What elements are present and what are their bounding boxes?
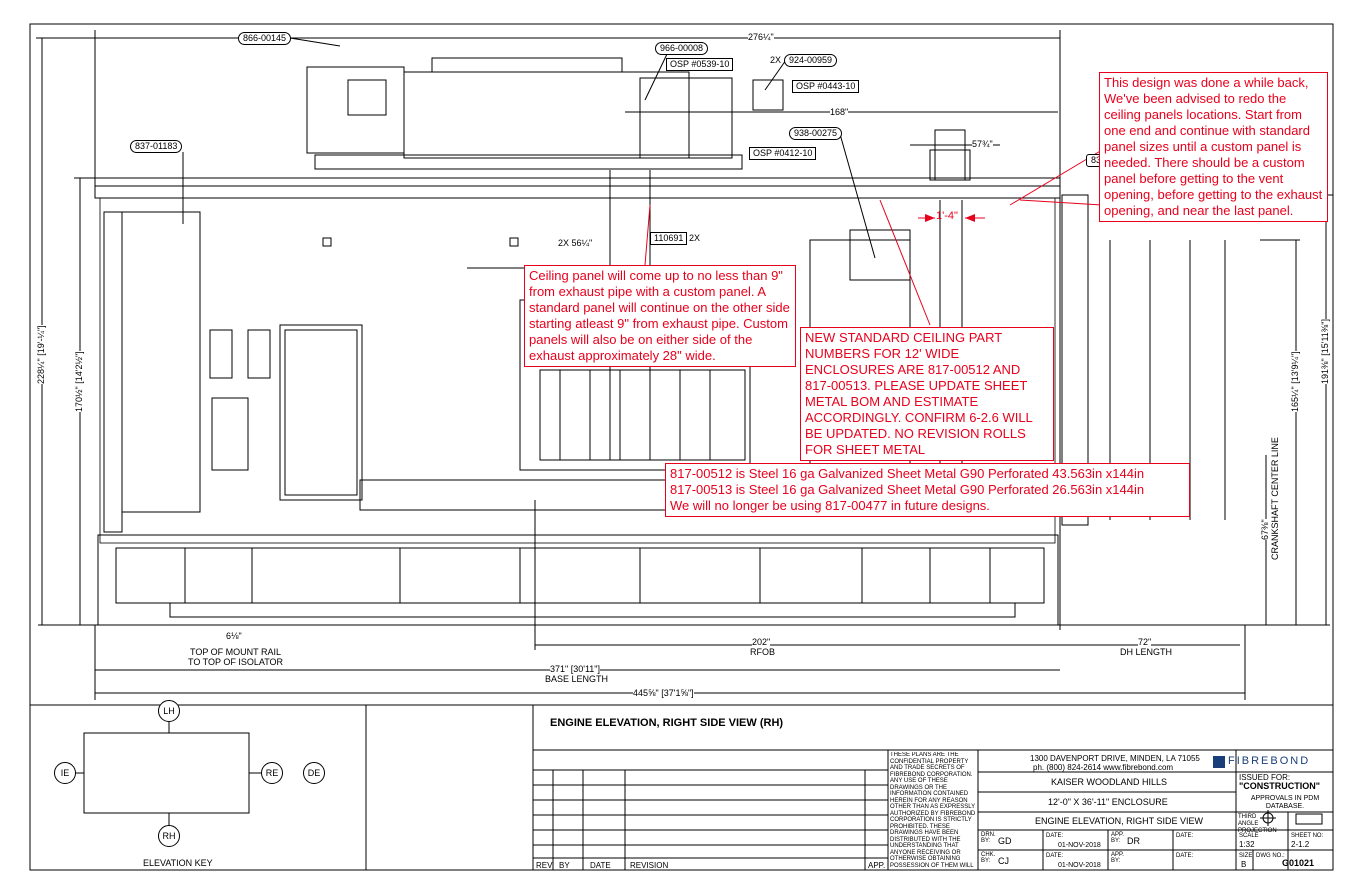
note-ceiling-redo: This design was done a while back, We've… <box>1099 72 1328 222</box>
app-label: APP. BY: <box>1111 832 1124 844</box>
size-value: B <box>1241 860 1247 869</box>
elevation-key-title: ELEVATION KEY <box>143 858 213 868</box>
drn-date-label: DATE: <box>1046 833 1064 839</box>
sheet-value: 2-1.2 <box>1291 840 1310 849</box>
sheet-label: SHEET NO: <box>1291 833 1324 839</box>
osp-tag-rain-cap: OSP #0443-10 <box>792 80 860 93</box>
dim-left-inner: 170½" [14'2½"] <box>74 351 85 412</box>
company-address: 1300 DAVENPORT DRIVE, MINDEN, LA 71055 <box>1030 754 1200 763</box>
scale-value: 1:32 <box>1239 840 1255 849</box>
elevation-key-rh: RH <box>158 825 180 847</box>
support-qty: 2X <box>689 233 701 243</box>
app-value: DR <box>1127 836 1140 846</box>
osp-tag-exhaust: OSP #0412-10 <box>749 147 817 160</box>
date-col-header: DATE <box>590 861 611 870</box>
app-col-header: APP. <box>868 861 886 870</box>
projection-label: THIRD ANGLE PROJECTION <box>1238 814 1277 834</box>
part-tag-wall-panel: 837-01183 <box>130 140 183 153</box>
dim-right-outer: 191⅜" [15'11⅜"] <box>1320 319 1331 384</box>
app-date-label: DATE: <box>1176 833 1194 839</box>
dim-dh: 72" <box>1138 637 1152 648</box>
revision-col-header: REVISION <box>630 861 669 870</box>
part-desc-3: We will no longer be using 817-00477 in … <box>670 498 990 513</box>
chk-date-label: DATE: <box>1046 853 1064 859</box>
sheet-title: ENGINE ELEVATION, RIGHT SIDE VIEW <box>1035 816 1204 826</box>
elevation-key-de: DE <box>303 762 325 784</box>
drn-value: GD <box>998 836 1012 846</box>
part-tag-muffler: 966-00008 <box>655 42 709 55</box>
part-tag-support: 110691 <box>650 232 688 245</box>
by-col-header: BY <box>559 861 570 870</box>
part-tag-exhaust-top: 866-00145 <box>238 32 292 45</box>
dim-exhaust-height: 57¾" <box>972 139 993 150</box>
dwg-value: G01021 <box>1282 858 1315 868</box>
drn-date: 01-NOV-2018 <box>1058 842 1101 849</box>
rfob-label: RFOB <box>750 647 776 658</box>
part-tag-rain-cap: 924-00959 <box>784 54 838 67</box>
base-label: BASE LENGTH <box>545 674 609 685</box>
dim-left-outer: 228¼" [19'-¼"] <box>36 325 47 384</box>
dim-right-inner: 165¼" [13'9¼"] <box>1290 351 1301 412</box>
chk-label: CHK. BY: <box>981 852 996 864</box>
part-tag-vent-hood: 938-00275 <box>789 127 843 140</box>
confidential-notice: THESE PLANS ARE THE CONFIDENTIAL PROPERT… <box>890 752 976 868</box>
dim-overall-bottom: 445⅝" [37'1⅝"] <box>633 688 694 699</box>
app2-label: APP. BY: <box>1111 852 1124 864</box>
dim-muffler-run: 168" <box>830 107 849 118</box>
project-name: KAISER WOODLAND HILLS <box>1051 777 1168 787</box>
enclosure-size: 12'-0" X 36'-11" ENCLOSURE <box>1048 797 1168 807</box>
note-new-parts: NEW STANDARD CEILING PART NUMBERS FOR 12… <box>800 327 1054 461</box>
osp-tag-muffler: OSP #0539-10 <box>666 58 734 71</box>
company-logo: FIBREBOND <box>1228 755 1311 767</box>
elevation-key-lh: LH <box>158 700 180 722</box>
chk-date: 01-NOV-2018 <box>1058 862 1101 869</box>
dwg-label: DWG NO.: <box>1256 853 1285 859</box>
note-part-descriptions: 817-00512 is Steel 16 ga Galvanized Shee… <box>665 463 1190 517</box>
mount-rail-label-1: TOP OF MOUNT RAIL <box>190 647 282 658</box>
dim-hanger-spacing: 2X 56¼" <box>558 238 593 249</box>
chk-value: CJ <box>998 856 1009 866</box>
dim-mount-rail: 6⅛" <box>226 631 242 642</box>
part-desc-2: 817-00513 is Steel 16 ga Galvanized Shee… <box>670 482 1145 497</box>
part-desc-1: 817-00512 is Steel 16 ga Galvanized Shee… <box>670 466 1145 481</box>
dh-label: DH LENGTH <box>1120 647 1173 658</box>
rain-cap-qty: 2X <box>770 55 782 66</box>
elevation-key-ie: IE <box>54 762 76 784</box>
drn-label: DRN. BY: <box>981 832 996 844</box>
view-title: ENGINE ELEVATION, RIGHT SIDE VIEW (RH) <box>550 717 784 729</box>
scale-label: SCALE <box>1239 833 1259 839</box>
approvals-note: APPROVALS IN PDM DATABASE. <box>1250 795 1320 810</box>
dim-overall-top: 276¼" <box>748 32 774 43</box>
mount-rail-label-2: TO TOP OF ISOLATOR <box>188 657 284 668</box>
dim-base: 371" [30'11"] <box>550 664 600 675</box>
issued-for-label: ISSUED FOR: <box>1239 773 1291 782</box>
company-contact: ph. (800) 824-2614 www.fibrebond.com <box>1033 763 1174 772</box>
rev-col-header: REV. <box>536 861 554 870</box>
dim-rfob: 202" <box>752 637 771 648</box>
note-ceiling-exhaust: Ceiling panel will come up to no less th… <box>524 265 796 367</box>
issued-for-value: "CONSTRUCTION" <box>1239 781 1321 791</box>
dim-custom-gap: 1'-4" <box>936 210 958 222</box>
elevation-key-re: RE <box>261 762 283 784</box>
crankshaft-label: CRANKSHAFT CENTER LINE <box>1270 437 1280 560</box>
app2-date-label: DATE: <box>1176 853 1194 859</box>
size-label: SIZE <box>1239 853 1253 859</box>
